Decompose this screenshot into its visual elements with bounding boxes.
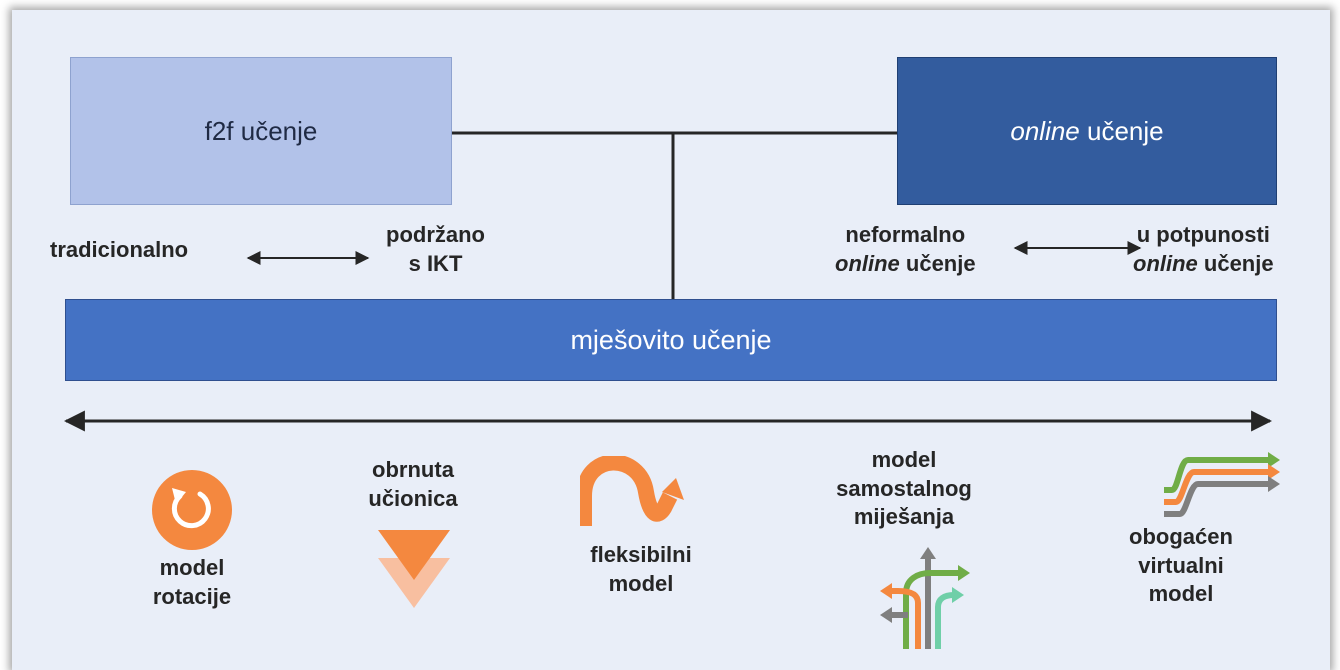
ribbon-arrow-icon <box>580 456 684 526</box>
double-down-arrow-icon <box>378 530 450 608</box>
online-learning-box: online učenje <box>897 57 1277 205</box>
enriched-virtual-model-label: obogaćen virtualni model <box>1129 524 1233 607</box>
parallel-arrows-icon <box>1164 452 1280 517</box>
crossing-arrows-icon <box>880 547 970 649</box>
rotation-icon <box>152 470 232 550</box>
connector-lines <box>63 131 1273 432</box>
blended-learning-bar: mješovito učenje <box>65 299 1277 381</box>
flex-model-label: fleksibilni model <box>590 542 692 596</box>
blended-learning-label: mješovito učenje <box>570 324 772 355</box>
flipped-classroom-label: obrnuta učionica <box>368 457 458 511</box>
rotation-model-label: model rotacije <box>152 555 232 609</box>
self-blend-model-label: model samostalnog miješanja <box>836 447 972 530</box>
online-learning-label: online učenje <box>1010 115 1164 146</box>
f2f-learning-label: f2f učenje <box>204 115 318 146</box>
f2f-learning-box: f2f učenje <box>70 57 452 205</box>
traditional-label: tradicionalno <box>50 237 189 262</box>
ict-supported-label: podržano s IKT <box>386 222 485 276</box>
fully-online-label: u potpunosti online učenje <box>1133 222 1274 276</box>
informal-online-label: neformalno online učenje <box>835 222 976 276</box>
